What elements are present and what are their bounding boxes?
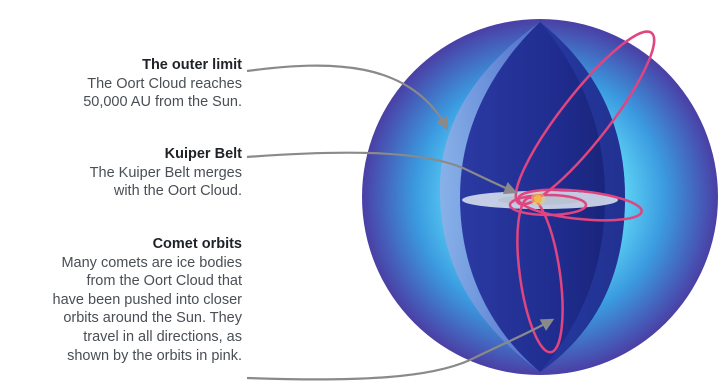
callout-line: orbits around the Sun. They xyxy=(63,310,242,327)
callout-line: shown by the orbits in pink. xyxy=(67,347,242,364)
callout-line: from the Oort Cloud that xyxy=(86,273,242,290)
leader-comet-orbits xyxy=(246,318,555,381)
comet-orbit-4 xyxy=(517,188,643,222)
sun xyxy=(534,195,542,203)
comet-orbit-3 xyxy=(516,196,564,354)
comet-orbits xyxy=(508,30,656,354)
sun-glow xyxy=(531,192,545,206)
leader-lines xyxy=(246,64,555,381)
cutaway-light-face xyxy=(540,22,625,372)
callout-line: Many comets are ice bodies xyxy=(61,254,242,271)
comet-orbit-1 xyxy=(514,30,656,206)
callout-line: 50,000 AU from the Sun. xyxy=(83,94,242,111)
callout-line: have been pushed into closer xyxy=(52,291,242,308)
callout-outer-limit: The outer limit The Oort Cloud reaches 5… xyxy=(2,56,242,112)
callout-line: travel in all directions, as xyxy=(83,328,242,345)
callout-comet-orbits: Comet orbits Many comets are ice bodies … xyxy=(2,235,242,365)
callout-line: with the Oort Cloud. xyxy=(113,183,242,200)
leader-kuiper-belt xyxy=(246,151,518,195)
callout-title: Comet orbits xyxy=(152,236,242,252)
callout-line: The Kuiper Belt merges xyxy=(89,164,242,181)
callout-line: The Oort Cloud reaches xyxy=(87,75,242,92)
callout-title: Kuiper Belt xyxy=(164,146,242,162)
callout-title: The outer limit xyxy=(142,57,242,73)
leader-outer-limit xyxy=(246,64,449,131)
callout-kuiper-belt: Kuiper Belt The Kuiper Belt merges with … xyxy=(2,145,242,201)
